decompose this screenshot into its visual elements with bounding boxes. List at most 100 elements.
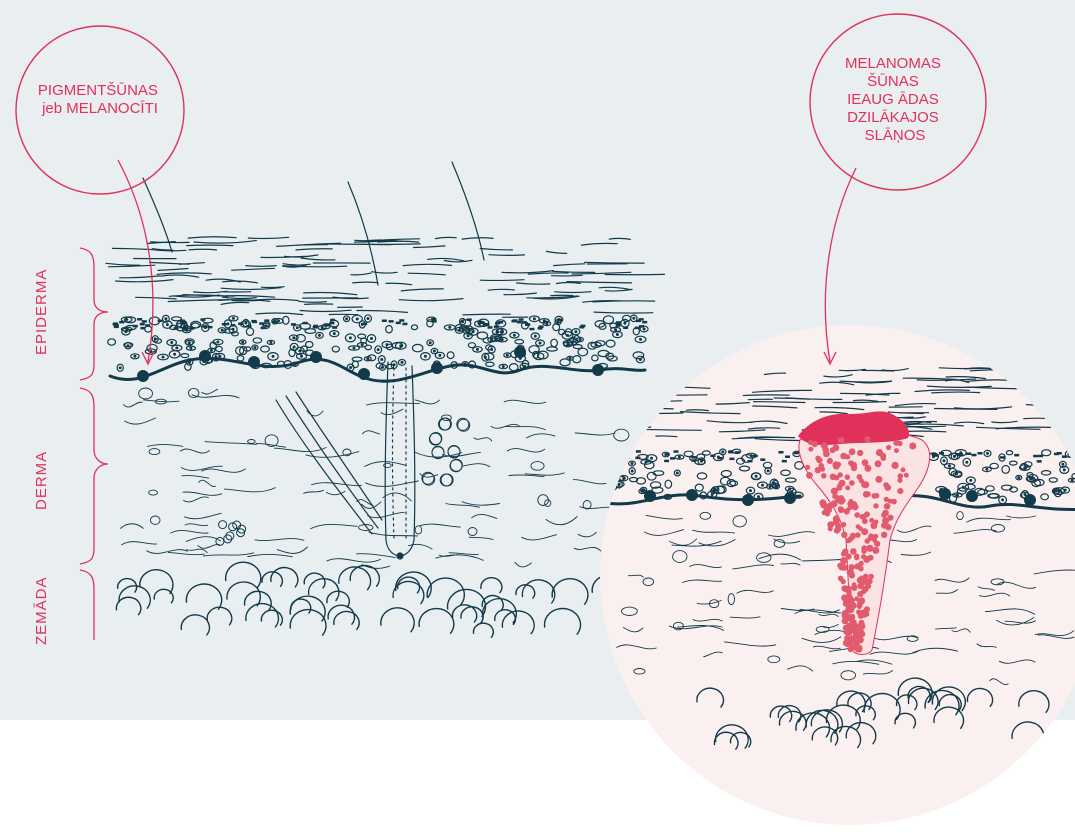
cell-nucleus	[393, 364, 395, 366]
melanoma-cell	[864, 436, 870, 442]
granule	[674, 450, 679, 453]
melanoma-cell	[819, 499, 826, 506]
melanoma-cell	[858, 599, 863, 604]
hair-bulb	[397, 553, 403, 559]
cell-nucleus	[162, 356, 164, 358]
melanoma-cell	[850, 636, 857, 643]
cell-nucleus	[954, 455, 956, 457]
cell-nucleus	[127, 345, 129, 347]
granule	[934, 454, 939, 457]
melanoma-cell	[826, 507, 832, 513]
granule	[691, 456, 696, 459]
melanoma-cell	[852, 623, 859, 630]
granule	[399, 319, 404, 322]
granule	[779, 451, 784, 454]
cell-nucleus	[429, 342, 431, 344]
cell-nucleus	[987, 453, 989, 455]
cell-nucleus	[233, 318, 235, 320]
granule	[519, 318, 524, 321]
melanoma-cell	[830, 447, 836, 453]
melanocyte	[310, 351, 322, 363]
cell-nucleus	[767, 470, 769, 472]
cell-nucleus	[618, 483, 620, 485]
cell-nucleus	[640, 339, 642, 341]
melanoma-cell	[904, 473, 909, 478]
cell-nucleus	[245, 322, 247, 324]
melanoma-cell	[881, 532, 887, 538]
melanoma-cell	[830, 474, 837, 481]
melanoma-cell	[884, 503, 891, 510]
cell-nucleus	[645, 461, 647, 463]
melanoma-cell	[846, 586, 852, 592]
granule	[517, 321, 522, 324]
cell-nucleus	[679, 456, 681, 458]
cell-nucleus	[1024, 494, 1026, 496]
cell-nucleus	[188, 342, 190, 344]
cell-nucleus	[186, 328, 188, 330]
cell-nucleus	[167, 324, 169, 326]
melanoma-cell	[821, 442, 828, 449]
granule	[794, 452, 799, 455]
cell-nucleus	[400, 345, 402, 347]
granule	[735, 451, 740, 454]
granule	[782, 460, 787, 463]
granule	[389, 320, 394, 323]
granule	[141, 327, 146, 330]
granule	[332, 326, 337, 329]
cell-nucleus	[758, 496, 760, 498]
cell-nucleus	[615, 329, 617, 331]
cell-nucleus	[299, 350, 301, 352]
granule	[382, 320, 387, 323]
cell-nucleus	[957, 494, 959, 496]
melanoma-cell	[838, 507, 844, 513]
granule	[785, 456, 790, 459]
cell-nucleus	[211, 350, 213, 352]
melanoma-cell	[871, 493, 877, 499]
cell-nucleus	[272, 356, 274, 358]
granule	[467, 318, 472, 321]
melanoma-cell	[849, 448, 856, 455]
granule	[119, 321, 124, 324]
cell-nucleus	[624, 322, 626, 324]
cell-nucleus	[301, 355, 303, 357]
melanoma-cell	[882, 510, 889, 517]
melanoma-cell	[840, 557, 847, 564]
stratum-line	[305, 304, 333, 305]
cell-nucleus	[773, 482, 775, 484]
melanoma-cell	[861, 545, 867, 551]
granule	[137, 318, 142, 321]
melanoma-cell	[858, 566, 863, 571]
granule	[325, 324, 330, 327]
granule	[635, 327, 640, 330]
cell-nucleus	[633, 317, 635, 319]
cell-nucleus	[640, 359, 642, 361]
melanoma-cell	[898, 473, 904, 479]
cell-nucleus	[569, 357, 571, 359]
cell-nucleus	[557, 321, 559, 323]
granule	[525, 323, 530, 326]
melanoma-cell	[844, 508, 850, 514]
cell-nucleus	[265, 325, 267, 327]
cell-nucleus	[495, 338, 497, 340]
granule	[512, 320, 517, 323]
granule	[691, 459, 696, 462]
granule	[529, 328, 534, 331]
melanocyte	[137, 370, 149, 382]
melanoma-cell	[832, 493, 838, 499]
granule	[362, 323, 367, 326]
callout-line: PIGMENTŠŪNAS	[38, 82, 158, 99]
cell-nucleus	[254, 347, 256, 349]
cell-nucleus	[350, 337, 352, 339]
melanoma-cell	[842, 618, 849, 625]
cell-nucleus	[171, 342, 173, 344]
melanoma-cell	[827, 458, 833, 464]
granule	[158, 320, 163, 323]
cell-nucleus	[459, 329, 461, 331]
melanoma-cell	[868, 555, 874, 561]
melanoma-cell	[838, 498, 845, 505]
cell-nucleus	[425, 355, 427, 357]
granule	[664, 460, 669, 463]
melanoma-cell	[863, 608, 868, 613]
melanoma-cell	[868, 574, 874, 580]
